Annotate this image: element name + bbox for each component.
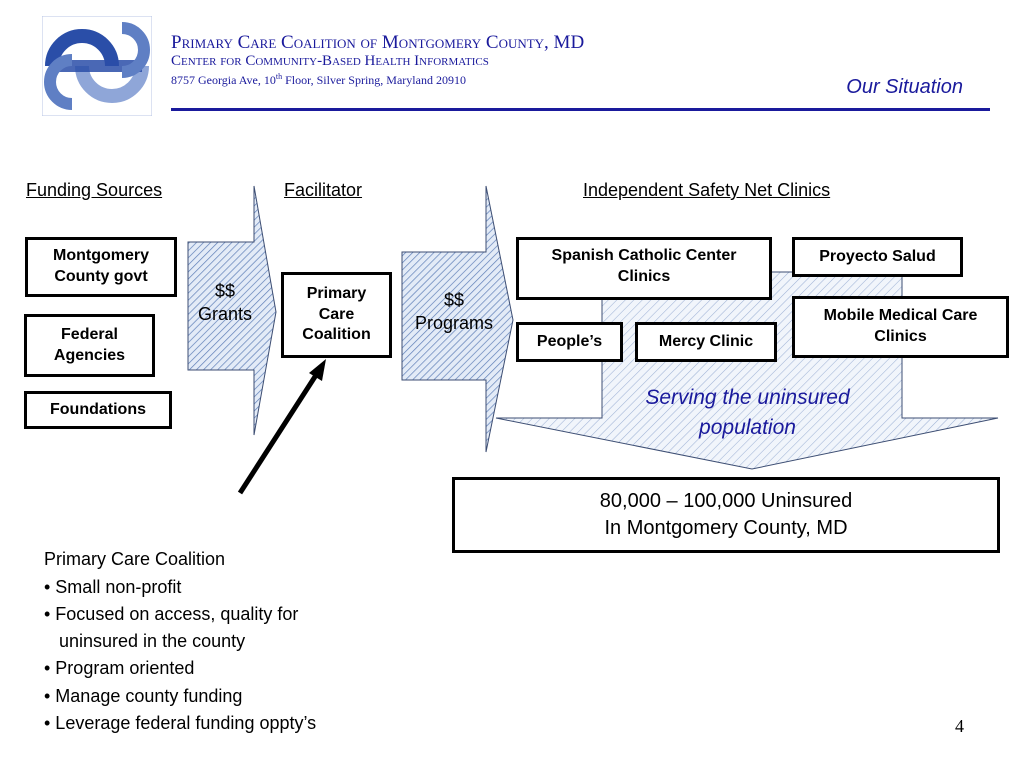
serving-uninsured-label: Serving the uninsured population	[590, 383, 905, 444]
description-item: • Program oriented	[44, 658, 195, 679]
description-item: • Leverage federal funding oppty’s	[44, 713, 317, 734]
safety-net-clinics-heading: Independent Safety Net Clinics	[583, 180, 831, 200]
grants-label: $$ Grants	[186, 280, 264, 325]
programs-text: Programs	[414, 312, 494, 333]
description-item: • Manage county funding	[44, 685, 243, 706]
spanish-catholic-center-box: Spanish Catholic Center Clinics	[516, 237, 772, 300]
center-name: Center for Community-Based Health Inform…	[171, 53, 489, 69]
organization-address: 8757 Georgia Ave, 10th Floor, Silver Spr…	[171, 72, 466, 88]
pointer-arrow	[237, 370, 321, 495]
header-divider	[171, 108, 990, 111]
address-prefix: 8757 Georgia Ave, 10	[171, 73, 276, 87]
description-title: Primary Care Coalition	[44, 549, 226, 570]
uninsured-location: In Montgomery County, MD	[604, 517, 848, 539]
facilitator-heading: Facilitator	[284, 180, 363, 200]
mercy-clinic-box: Mercy Clinic	[635, 322, 777, 362]
funding-sources-heading: Funding Sources	[26, 180, 163, 200]
grants-text: Grants	[197, 303, 253, 324]
address-superscript: th	[275, 72, 283, 81]
primary-care-coalition-box: Primary Care Coalition	[281, 272, 392, 358]
slide-title: Our Situation	[846, 76, 963, 98]
programs-symbol: $$	[443, 290, 465, 310]
pointer-arrowhead	[309, 359, 326, 381]
mobile-medical-care-box: Mobile Medical Care Clinics	[792, 296, 1009, 358]
organization-name: Primary Care Coalition of Montgomery Cou…	[171, 32, 585, 53]
uninsured-count-box: 80,000 – 100,000 Uninsured In Montgomery…	[452, 477, 1000, 553]
peoples-clinic-box: People’s	[516, 322, 623, 362]
grants-arrow	[187, 185, 277, 436]
description-item: • Focused on access, quality for	[44, 603, 299, 624]
montgomery-county-box: Montgomery County govt	[25, 237, 177, 297]
coalition-description: Primary Care Coalition • Small non-profit…	[44, 519, 316, 737]
serving-line-1: Serving the uninsured	[645, 386, 850, 409]
serving-line-2: population	[699, 416, 796, 440]
uninsured-count: 80,000 – 100,000 Uninsured	[599, 490, 853, 512]
description-item: uninsured in the county	[44, 631, 246, 652]
address-suffix: Floor, Silver Spring, Maryland 20910	[282, 73, 466, 87]
programs-arrow	[401, 185, 514, 453]
programs-label: $$ Programs	[402, 289, 506, 334]
grants-symbol: $$	[214, 281, 236, 301]
proyecto-salud-box: Proyecto Salud	[792, 237, 963, 277]
coalition-logo	[42, 16, 152, 116]
foundations-box: Foundations	[24, 391, 172, 429]
page-number: 4	[955, 716, 964, 736]
federal-agencies-box: Federal Agencies	[24, 314, 155, 377]
description-item: • Small non-profit	[44, 576, 182, 597]
